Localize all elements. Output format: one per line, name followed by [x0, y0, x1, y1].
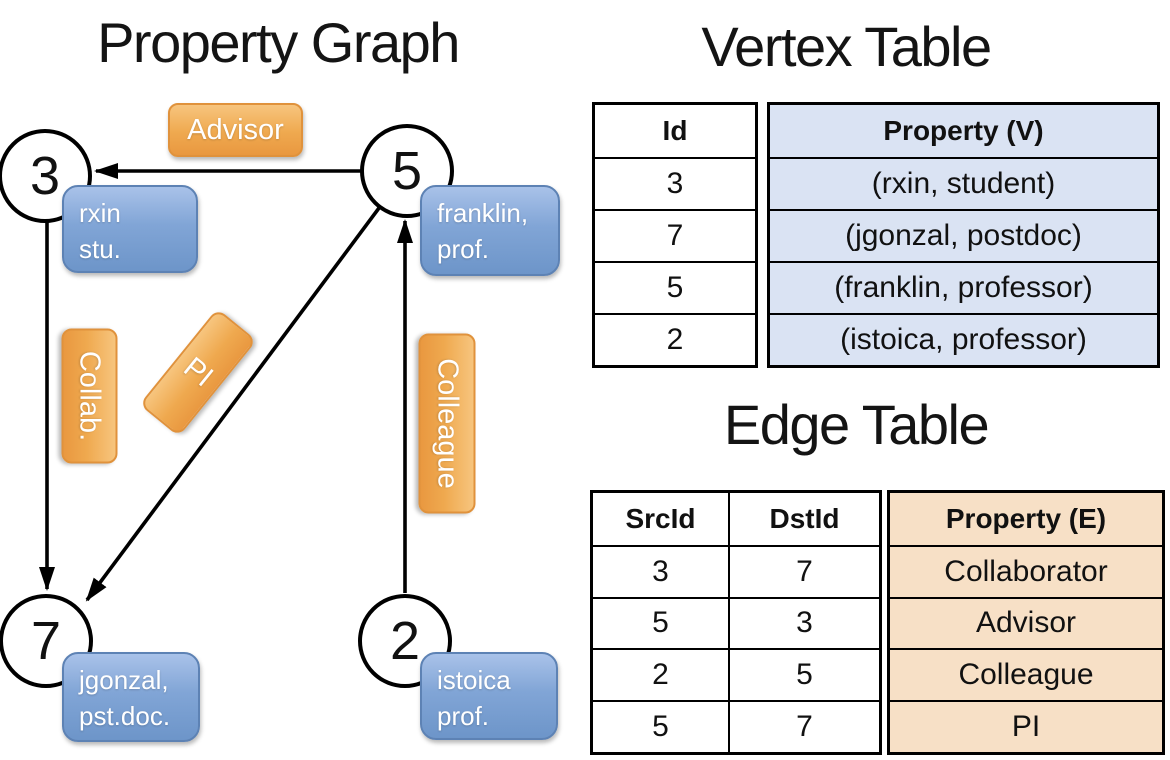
vertex-table-property-cell: (jgonzal, postdoc) — [770, 209, 1157, 261]
vertex-table-id-cell: 3 — [595, 157, 755, 209]
vertex-table-property-cell: (istoica, professor) — [770, 313, 1157, 365]
vertex-table-title: Vertex Table — [701, 15, 992, 78]
edge-label-advisor: Advisor — [168, 103, 303, 157]
vertex-table-id-column: Id 3 7 5 2 — [592, 102, 758, 368]
edge-table-dstid-cell: 7 — [728, 700, 879, 752]
vertex-property-box-2: istoica prof. — [420, 652, 558, 740]
edge-label-collab: Collab. — [61, 328, 118, 464]
vertex-table-id-cell: 5 — [595, 261, 755, 313]
vertex-table-id-cell: 7 — [595, 209, 755, 261]
edge-table-header-dstid: DstId — [728, 493, 879, 545]
edge-table-srcid-cell: 2 — [593, 648, 728, 700]
vertex-property-line: franklin, — [437, 198, 529, 228]
vertex-property-line: istoica — [437, 665, 511, 695]
vertex-table-id-cell: 2 — [595, 313, 755, 365]
edge-table-property-cell: PI — [890, 700, 1162, 752]
vertex-property-line: prof. — [437, 700, 490, 731]
edge-table-srcid-cell: 3 — [593, 544, 728, 597]
vertex-table-property-cell: (franklin, professor) — [770, 261, 1157, 313]
edge-table-header-property: Property (E) — [945, 502, 1107, 534]
edge-table-property-column: Property (E) Collaborator Advisor Collea… — [887, 490, 1165, 755]
vertex-property-box-3: rxin stu. — [62, 185, 198, 273]
edge-table-dstid-cell: 3 — [728, 596, 879, 649]
vertex-property-line: pst.doc. — [79, 700, 171, 731]
edge-table-id-columns: SrcId DstId 3 7 5 3 2 5 5 7 — [590, 490, 882, 755]
vertex-property-line: jgonzal, — [79, 665, 169, 695]
property-graph-title: Property Graph — [97, 11, 460, 74]
vertex-table-property-cell: (rxin, student) — [770, 157, 1157, 209]
edge-label-pi-text: PI — [177, 351, 220, 394]
edge-table-dstid-cell: 5 — [728, 648, 879, 701]
edge-table-property-cell: Colleague — [890, 648, 1162, 700]
edge-table-header-srcid: SrcId — [625, 502, 696, 534]
vertex-property-line: rxin — [79, 198, 121, 228]
vertex-property-line: stu. — [79, 233, 121, 264]
edge-table-property-cell: Advisor — [890, 596, 1162, 649]
edge-table-title: Edge Table — [723, 393, 990, 456]
vertex-property-box-5: franklin, prof. — [420, 185, 560, 276]
edge-table-dstid-cell: 7 — [728, 544, 879, 597]
vertex-table-property-column: Property (V) (rxin, student) (jgonzal, p… — [767, 102, 1160, 368]
edge-table-srcid-cell: 5 — [593, 596, 728, 649]
vertex-property-box-7: jgonzal, pst.doc. — [62, 652, 200, 742]
edge-table-property-cell: Collaborator — [890, 544, 1162, 597]
edge-label-colleague: Colleague — [418, 333, 476, 514]
edge-label-pi: PI — [139, 308, 257, 437]
vertex-table-header-id: Id — [662, 115, 688, 146]
graph-node-3: 3 — [0, 129, 92, 223]
edge-table-srcid-cell: 5 — [593, 700, 728, 752]
vertex-table-header-property: Property (V) — [883, 115, 1044, 146]
vertex-property-line: prof. — [437, 233, 490, 264]
